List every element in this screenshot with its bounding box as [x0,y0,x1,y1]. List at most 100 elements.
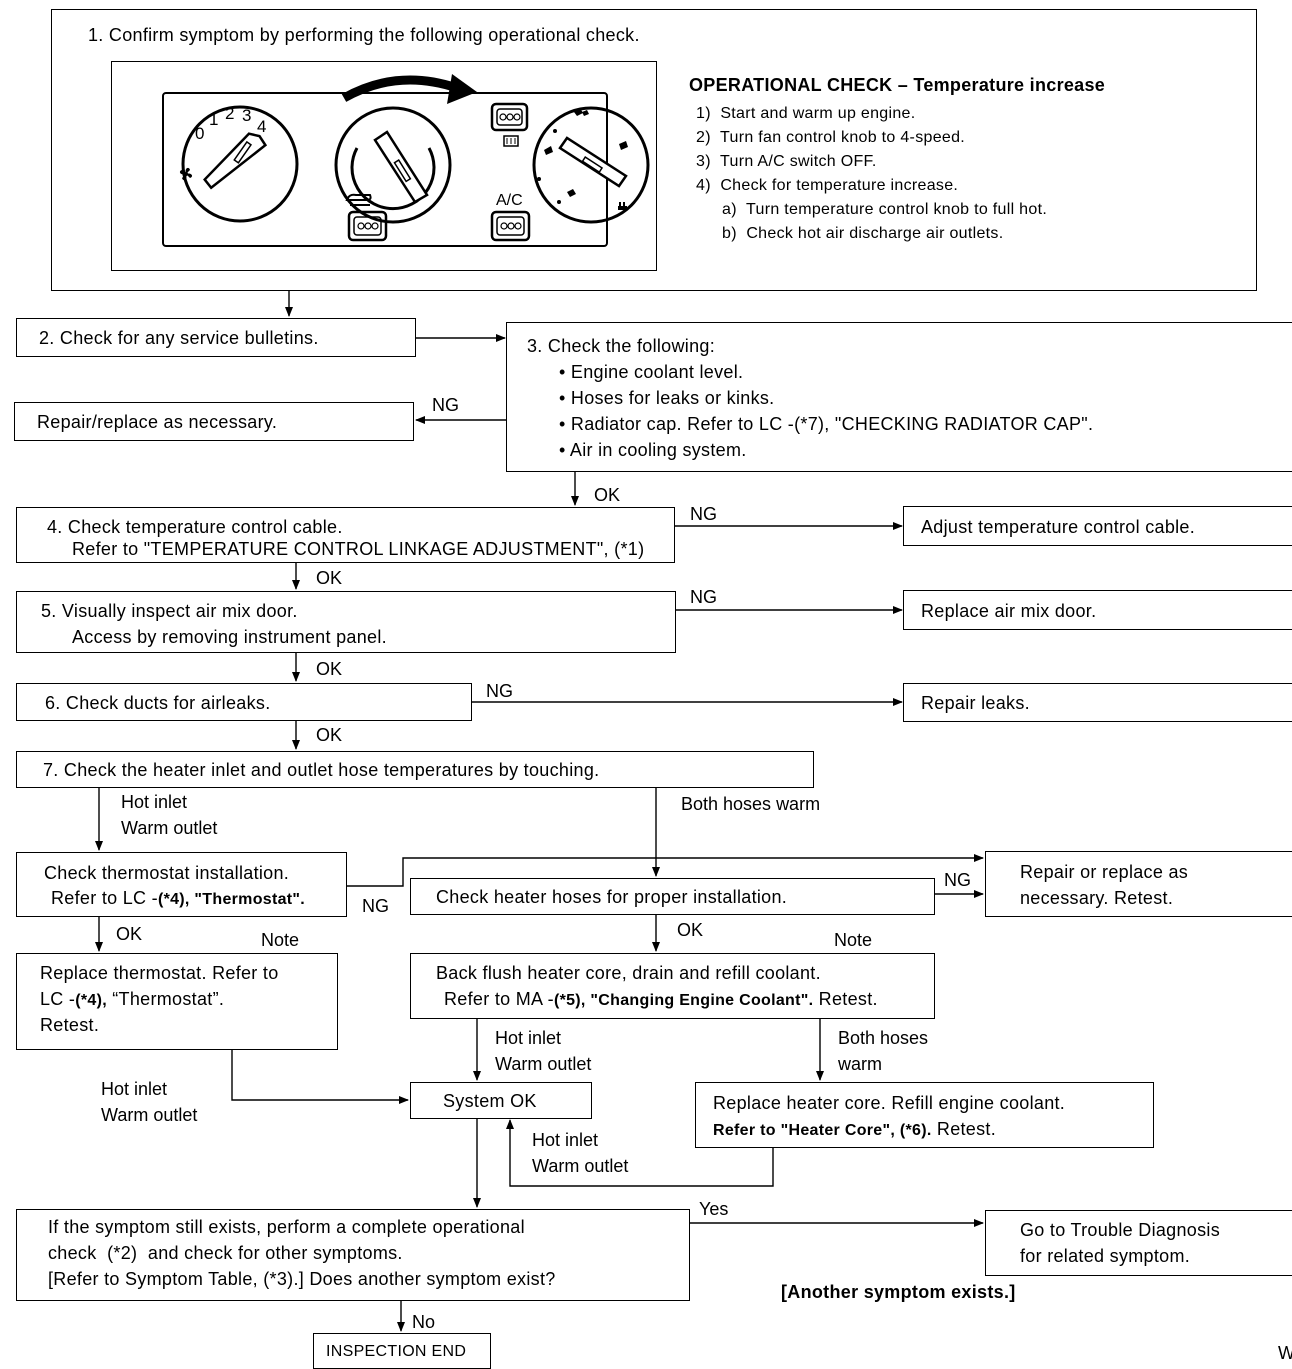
op-check-title: OPERATIONAL CHECK – Temperature increase [689,75,1106,95]
replace-thermostat-line3: Retest. [40,1015,100,1035]
step5-line1: 5. Visually inspect air mix door. [41,601,298,621]
final-check-box: If the symptom still exists, perform a c… [16,1209,690,1301]
replace-core-line2a: Refer to "Heater Core", (*6). [713,1122,932,1139]
no-label: No [412,1312,436,1332]
system-ok-text: System OK [443,1091,537,1111]
final-check-line1: If the symptom still exists, perform a c… [48,1217,525,1237]
back-flush-line2a: Refer to MA - [444,989,554,1009]
op-check-item-3: 3) Turn A/C switch OFF. [696,153,877,170]
replace-door-text: Replace air mix door. [921,601,1097,621]
ok-label-step4: OK [316,568,343,588]
ok-label-step6: OK [316,725,343,745]
step2-box: 2. Check for any service bulletins. [16,318,416,357]
step3-title: 3. Check the following: [527,336,715,356]
replace-core-line2: Refer to "Heater Core", (*6). Retest. [713,1116,996,1143]
step1-box: 1. Confirm symptom by performing the fol… [51,9,1257,291]
hot-inlet-label-1: Hot inlet [121,792,188,812]
back-flush-line2b: (*5), "Changing Engine Coolant". [553,992,814,1009]
step4-line1: 4. Check temperature control cable. [47,517,343,537]
fan-digit-3: 3 [242,106,252,125]
step3-item-3: • Radiator cap. Refer to LC -(*7), "CHEC… [559,414,1094,434]
repair-leaks-text: Repair leaks. [921,693,1030,713]
inspection-end-text: INSPECTION END [326,1343,467,1360]
warm-outlet-label-2: Warm outlet [495,1054,592,1074]
warm-label: warm [838,1054,882,1074]
repair-or-replace-line1: Repair or replace as [1020,862,1189,882]
ng-label-step5: NG [690,587,717,607]
warm-outlet-label-1: Warm outlet [121,818,218,838]
heater-control-panel: 0 1 2 3 4 A/C [111,61,657,271]
thermostat-check-line2b: (*4), "Thermostat". [157,891,306,908]
step3-item-4: • Air in cooling system. [559,440,747,460]
final-check-line3: [Refer to Symptom Table, (*3).] Does ano… [48,1269,556,1289]
replace-thermostat-box: Replace thermostat. Refer to LC -(*4), “… [16,953,338,1050]
op-check-item-4: 4) Check for temperature increase. [696,177,959,194]
replace-core-box: Replace heater core. Refill engine coola… [695,1082,1154,1148]
hot-inlet-label-2: Hot inlet [495,1028,562,1048]
back-flush-box: Back flush heater core, drain and refill… [410,953,935,1019]
repair-leaks-box: Repair leaks. [903,683,1292,722]
system-ok-box: System OK [410,1082,592,1119]
step1-text: 1. Confirm symptom by performing the fol… [88,25,640,45]
thermostat-check-box: Check thermostat installation. Refer to … [16,852,347,917]
thermostat-check-line1: Check thermostat installation. [44,863,290,883]
heater-hoses-text: Check heater hoses for proper installati… [436,887,788,907]
replace-thermostat-line2b: (*4), [75,992,107,1009]
warm-outlet-label-3: Warm outlet [101,1105,198,1125]
adjust-cable-text: Adjust temperature control cable. [921,517,1196,537]
step3-box: 3. Check the following: • Engine coolant… [506,322,1292,472]
op-check-item-4a: a) Turn temperature control knob to full… [722,201,1048,218]
vent-icons [537,108,628,210]
fan-icon [179,167,193,181]
yes-label: Yes [699,1199,729,1219]
replace-door-box: Replace air mix door. [903,590,1292,630]
warm-outlet-label-4: Warm outlet [532,1156,629,1176]
go-trouble-box: Go to Trouble Diagnosis for related symp… [985,1210,1292,1276]
replace-thermostat-line2c: “Thermostat”. [106,989,225,1009]
hot-inlet-label-3: Hot inlet [101,1079,168,1099]
hot-inlet-label-4: Hot inlet [532,1130,599,1150]
replace-thermostat-line2a: LC - [40,989,76,1009]
step7-text: 7. Check the heater inlet and outlet hos… [43,760,600,780]
ng-label-step4: NG [690,504,717,524]
another-symptom-text: [Another symptom exists.] [781,1282,1016,1302]
step7-box: 7. Check the heater inlet and outlet hos… [16,751,814,788]
step3-item-1: • Engine coolant level. [559,362,744,382]
repair-replace-box: Repair/replace as necessary. [14,402,414,441]
fan-digit-1: 1 [209,110,219,129]
replace-thermostat-line2: LC -(*4), “Thermostat”. [40,986,224,1013]
heater-hoses-box: Check heater hoses for proper installati… [410,878,935,915]
final-check-line2: check (*2) and check for other symptoms. [48,1243,403,1263]
ok-label-hoses: OK [677,920,704,940]
ok-label-step5: OK [316,659,343,679]
step5-line2: Access by removing instrument panel. [72,627,387,647]
ng-label-step6: NG [486,681,513,701]
step3-item-2: • Hoses for leaks or kinks. [559,388,775,408]
repair-or-replace-box: Repair or replace as necessary. Retest. [985,851,1292,917]
op-check-item-2: 2) Turn fan control knob to 4-speed. [696,129,966,146]
back-flush-line2: Refer to MA -(*5), "Changing Engine Cool… [444,986,878,1013]
inspection-end-box: INSPECTION END [313,1333,491,1369]
fan-digit-2: 2 [225,104,235,123]
panel-drawing [179,74,650,242]
go-trouble-line2: for related symptom. [1020,1246,1191,1266]
thermostat-check-line2a: Refer to LC - [51,888,158,908]
ac-label: A/C [496,192,523,209]
both-hoses-warm-label: Both hoses warm [681,794,821,814]
step6-box: 6. Check ducts for airleaks. [16,683,472,721]
back-flush-line2c: Retest. [813,989,878,1009]
ok-label-step3: OK [594,485,621,505]
fan-digit-0: 0 [195,124,205,143]
corner-text: W [1278,1343,1292,1363]
ok-label-thermostat: OK [116,924,143,944]
repair-or-replace-line2: necessary. Retest. [1020,888,1174,908]
replace-core-line2b: Retest. [931,1119,997,1139]
op-check-item-4b: b) Check hot air discharge air outlets. [722,225,1004,242]
replace-thermostat-line1: Replace thermostat. Refer to [40,963,279,983]
step5-box: 5. Visually inspect air mix door. Access… [16,591,676,653]
repair-replace-text: Repair/replace as necessary. [37,412,278,432]
note-label-1: Note [261,930,300,950]
recirculation-icon [345,193,372,201]
go-trouble-line1: Go to Trouble Diagnosis [1020,1220,1221,1240]
